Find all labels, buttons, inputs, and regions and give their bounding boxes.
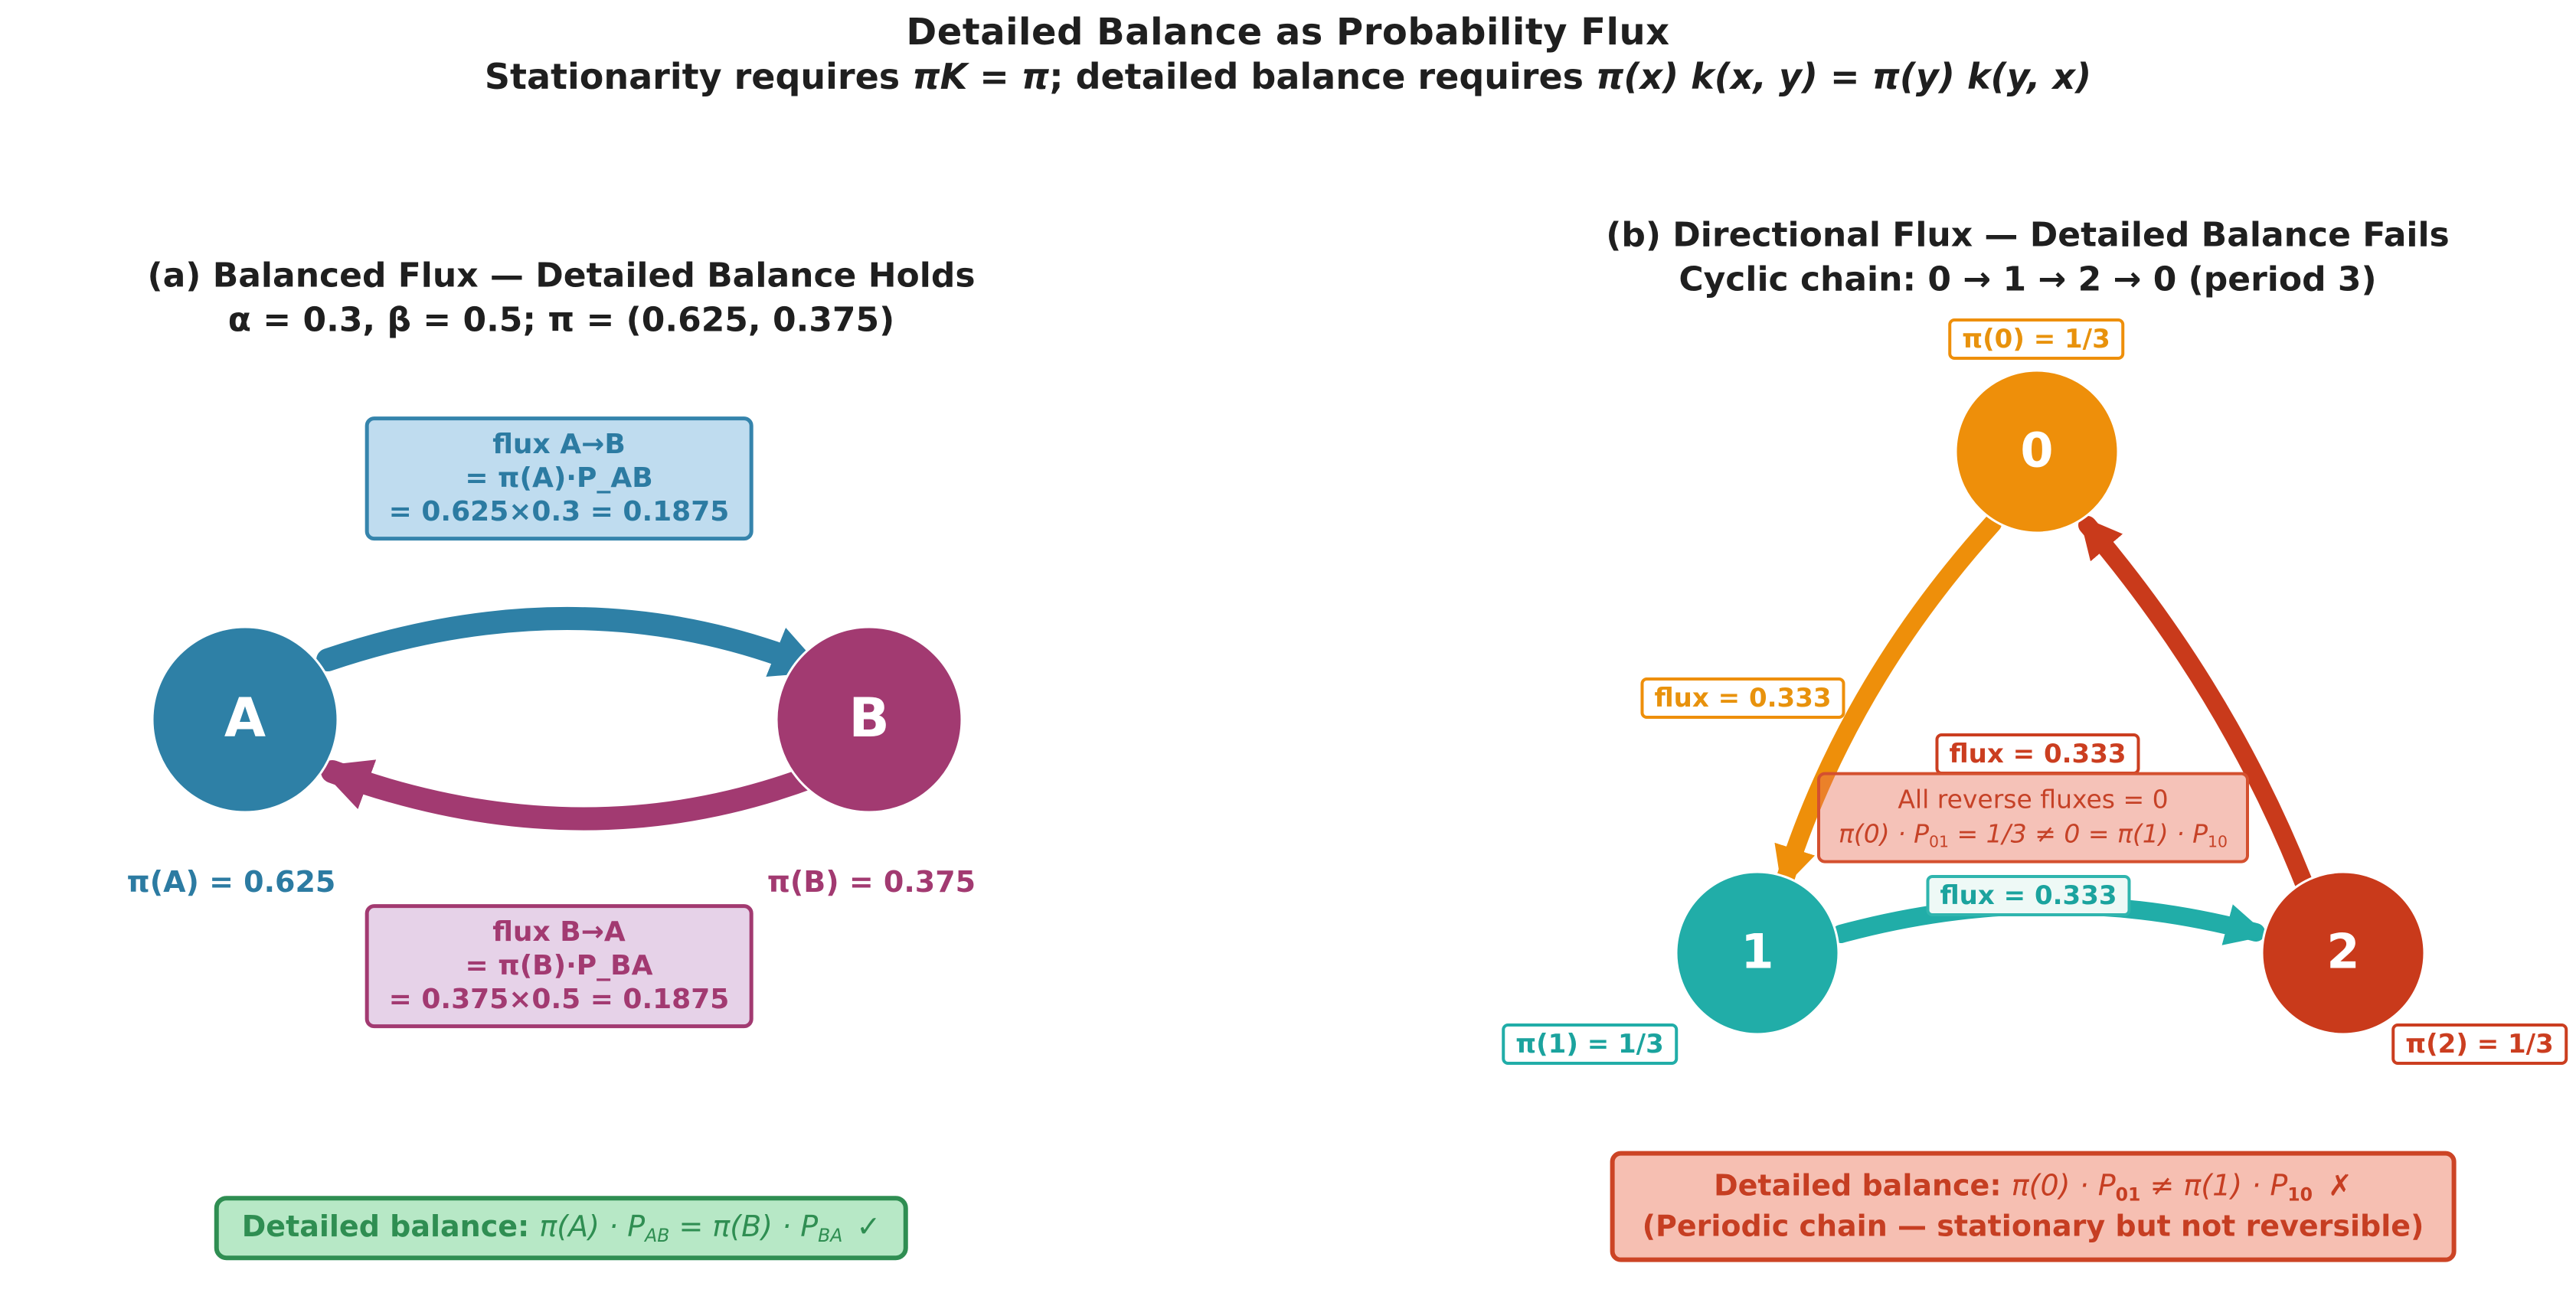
pi-1-label: π(1) = 1/3: [1502, 1023, 1678, 1065]
panel-a-title: (a) Balanced Flux — Detailed Balance Hol…: [147, 256, 976, 295]
balance-a-math-1: π(A) · P: [539, 1209, 646, 1244]
balance-b-sub-2: 10: [2287, 1183, 2313, 1206]
figure-subtitle: Stationarity requires πK = π; detailed b…: [485, 56, 2091, 97]
node-0-label: 0: [2020, 422, 2054, 478]
node-2-circle: [2261, 870, 2426, 1036]
reverse-math-1: π(0) · P: [1839, 818, 1929, 849]
subtitle-text-2: ; detailed balance requires: [1049, 56, 1597, 97]
pi-a-label: π(A) = 0.625: [126, 865, 336, 899]
balance-a-sub-1: AB: [645, 1224, 670, 1246]
flux-ba-line3: = 0.375×0.5 = 0.1875: [388, 983, 730, 1015]
node-a-label: A: [224, 687, 266, 749]
panel-b-chain: Cyclic chain: 0 → 1 → 2 → 0 (period 3): [1679, 260, 2377, 299]
subtitle-math-1: πK = π: [912, 56, 1050, 97]
detailed-balance-holds-box: Detailed balance: π(A) · PAB = π(B) · PB…: [214, 1196, 909, 1260]
reverse-sub-1: 01: [1928, 831, 1949, 850]
panel-b-title: (b) Directional Flux — Detailed Balance …: [1606, 215, 2450, 255]
balance-b-math-1: π(0) · P: [2011, 1168, 2116, 1203]
subtitle-text-1: Stationarity requires: [484, 56, 913, 97]
pi-b-label: π(B) = 0.375: [767, 865, 976, 899]
reverse-sub-2: 10: [2207, 831, 2228, 850]
balance-a-math-2: = π(B) · P: [669, 1209, 819, 1244]
node-1-label: 1: [1741, 923, 1774, 980]
node-2-label: 2: [2326, 923, 2360, 980]
subtitle-math-2: π(x) k(x, y) = π(y) k(y, x): [1596, 56, 2092, 97]
flux-0-1-label: flux = 0.333: [1640, 677, 1845, 719]
edge-b-to-a: [317, 759, 825, 831]
balance-b-label: Detailed balance:: [1714, 1168, 2012, 1203]
cross-icon: ✗: [2328, 1168, 2352, 1203]
flux-ab-line1: flux A→B: [492, 429, 626, 461]
balance-a-label: Detailed balance:: [241, 1209, 540, 1244]
node-b-label: B: [848, 687, 890, 749]
panel-a-params: α = 0.3, β = 0.5; π = (0.625, 0.375): [227, 300, 895, 340]
pi-2-label: π(2) = 1/3: [2391, 1023, 2568, 1065]
node-1-circle: [1675, 870, 1840, 1036]
balance-b-line2: (Periodic chain — stationary but not rev…: [1642, 1209, 2424, 1244]
flux-ab-line3: = 0.625×0.3 = 0.1875: [388, 495, 730, 527]
flux-ba-line1: flux B→A: [492, 916, 626, 948]
flux-b-to-a-box: flux B→A = π(B)·P_BA = 0.375×0.5 = 0.187…: [364, 904, 754, 1028]
reverse-flux-line2: π(0) · P01 = 1/3 ≠ 0 = π(1) · P10: [1839, 817, 2228, 852]
flux-ab-line2: = π(A)·P_AB: [465, 462, 653, 495]
flux-2-0-label: flux = 0.333: [1935, 733, 2140, 775]
balance-b-sub-1: 01: [2115, 1183, 2141, 1206]
edge-2-to-0: [2078, 515, 2313, 891]
detailed-balance-fails-box: Detailed balance: π(0) · P01 ≠ π(1) · P1…: [1610, 1151, 2457, 1262]
reverse-math-2: = 1/3 ≠ 0 = π(1) · P: [1949, 818, 2208, 849]
edge-0-to-1: [1774, 514, 2002, 890]
edge-a-to-b: [316, 607, 825, 677]
check-icon: ✓: [856, 1209, 881, 1244]
flux-ba-line2: = π(B)·P_BA: [465, 950, 653, 982]
node-a-circle: [151, 625, 339, 814]
balance-b-line1: Detailed balance: π(0) · P01 ≠ π(1) · P1…: [1643, 1167, 2424, 1207]
flux-1-2-label: flux = 0.333: [1926, 875, 2131, 916]
node-0-circle: [1954, 369, 2120, 534]
balance-b-math-2: ≠ π(1) · P: [2140, 1168, 2288, 1203]
node-b-circle: [775, 625, 963, 814]
figure-title: Detailed Balance as Probability Flux: [906, 11, 1670, 54]
reverse-flux-line1: All reverse fluxes = 0: [1898, 784, 2169, 814]
balance-a-sub-2: BA: [818, 1224, 843, 1246]
pi-0-label: π(0) = 1/3: [1948, 318, 2124, 360]
flux-a-to-b-box: flux A→B = π(A)·P_AB = 0.625×0.3 = 0.187…: [364, 416, 754, 540]
reverse-flux-warning-box: All reverse fluxes = 0 π(0) · P01 = 1/3 …: [1817, 772, 2249, 863]
